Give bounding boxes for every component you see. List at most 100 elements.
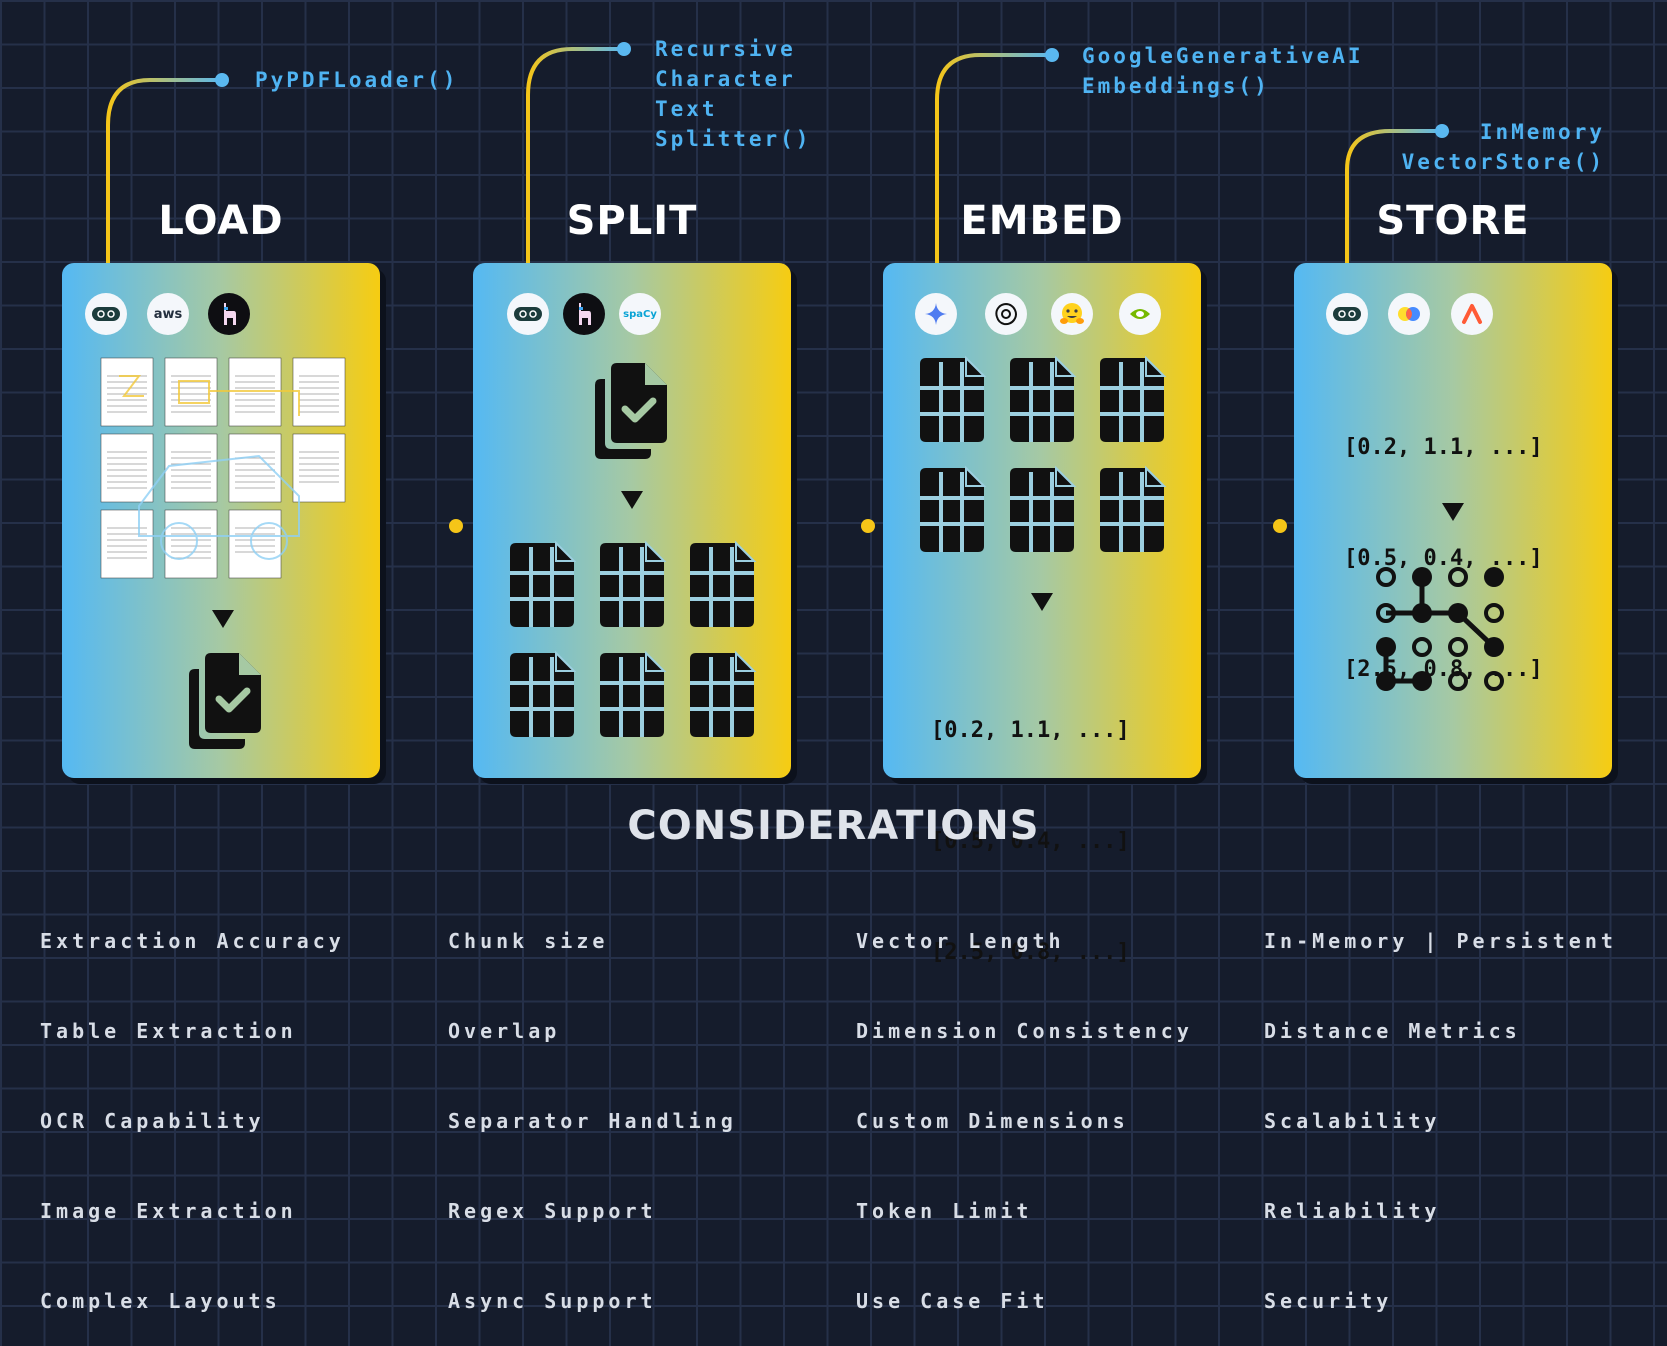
pdf-pages-graphic <box>100 357 346 579</box>
consideration-item: Table Extraction <box>40 1019 297 1043</box>
stage-title-embed: EMBED <box>960 198 1124 244</box>
callout-line-embed <box>935 53 1052 275</box>
document-check-icon <box>189 653 261 749</box>
huggingface-icon <box>1051 293 1093 335</box>
openai-icon <box>985 293 1027 335</box>
callout-dot-store <box>1435 124 1449 138</box>
consideration-item: Regex Support <box>448 1199 657 1223</box>
chunk-document-icon <box>1010 355 1077 442</box>
vector-row: [0.5, 0.4, ...] <box>1344 546 1543 571</box>
callout-line-split <box>526 47 624 275</box>
consideration-item: In-Memory | Persistent <box>1264 929 1617 953</box>
callout-lines <box>106 42 1449 533</box>
code-line: Character <box>655 67 796 91</box>
arrow-down-icon <box>212 610 234 628</box>
vector-row: [2.5, 0.8, ...] <box>931 940 1130 965</box>
stage-card-embed: [0.2, 1.1, ...] [0.5, 0.4, ...] [2.5, 0.… <box>883 263 1201 965</box>
code-line: Text <box>655 97 718 121</box>
llama-icon <box>208 293 250 335</box>
consideration-item: Distance Metrics <box>1264 1019 1521 1043</box>
langchain-icon <box>85 293 127 335</box>
chunk-document-icon <box>510 540 577 627</box>
stored-vectors: [0.2, 1.1, ...] [0.5, 0.4, ...] [2.5, 0.… <box>1344 355 1543 762</box>
aws-icon: aws <box>147 293 189 335</box>
chunk-document-icon <box>690 540 757 627</box>
nvidia-icon <box>1119 293 1161 335</box>
embedding-vectors: [0.2, 1.1, ...] [0.5, 0.4, ...] [2.5, 0.… <box>931 638 1130 1045</box>
chunk-document-icon <box>600 650 667 737</box>
arrow-down-icon <box>621 491 643 509</box>
considerations-title: CONSIDERATIONS <box>627 803 1040 849</box>
consideration-item: Dimension Consistency <box>856 1019 1193 1043</box>
arrow-down-icon <box>1442 503 1464 521</box>
code-line: VectorStore() <box>1401 150 1605 174</box>
code-label-store: InMemory VectorStore() <box>1380 117 1605 177</box>
considerations-split: Chunk size Overlap Separator Handling Re… <box>448 866 737 1346</box>
document-check-icon <box>595 363 667 459</box>
chunk-document-icon <box>920 465 987 552</box>
consideration-item: Separator Handling <box>448 1109 737 1133</box>
chunk-document-icon <box>510 650 577 737</box>
chunk-grid <box>473 263 791 778</box>
consideration-item: Scalability <box>1264 1109 1441 1133</box>
llama-icon <box>563 293 605 335</box>
chunk-document-icon <box>1100 465 1167 552</box>
stage-card-store: [0.2, 1.1, ...] [0.5, 0.4, ...] [2.5, 0.… <box>1294 263 1612 778</box>
consideration-item: Token Limit <box>856 1199 1033 1223</box>
aws-logo-text: aws <box>153 306 183 322</box>
consideration-item: OCR Capability <box>40 1109 265 1133</box>
considerations-store: In-Memory | Persistent Distance Metrics … <box>1264 866 1617 1346</box>
consideration-item: Chunk size <box>448 929 609 953</box>
arrow-down-icon <box>1031 593 1053 611</box>
gemini-icon <box>915 293 957 335</box>
code-label-embed: GoogleGenerativeAI Embeddings() <box>1082 41 1364 101</box>
code-line: Splitter() <box>655 127 812 151</box>
vector-row: [0.2, 1.1, ...] <box>1344 435 1543 460</box>
vector-graph-icon <box>1376 567 1504 691</box>
consideration-item: Custom Dimensions <box>856 1109 1129 1133</box>
consideration-item: Use Case Fit <box>856 1289 1049 1313</box>
stage-title-split: SPLIT <box>566 198 698 244</box>
chunk-document-icon <box>1010 465 1077 552</box>
connector-dot-split-embed <box>861 519 875 533</box>
considerations-load: Extraction Accuracy Table Extraction OCR… <box>40 866 345 1346</box>
consideration-item: Image Extraction <box>40 1199 297 1223</box>
consideration-item: Security <box>1264 1289 1393 1313</box>
code-line: Embeddings() <box>1082 74 1270 98</box>
chroma-icon <box>1388 293 1430 335</box>
chunk-document-icon <box>920 355 987 442</box>
chunk-document-icon <box>690 650 757 737</box>
stage-card-split: spaCy <box>473 263 791 778</box>
considerations-embed: Vector Length Dimension Consistency Cust… <box>856 866 1193 1346</box>
vector-row: [0.2, 1.1, ...] <box>931 718 1130 743</box>
code-line: InMemory <box>1479 120 1605 144</box>
consideration-item: Async Support <box>448 1289 657 1313</box>
consideration-item: Complex Layouts <box>40 1289 281 1313</box>
code-label-load: PyPDFLoader() <box>255 65 458 95</box>
consideration-item: Overlap <box>448 1019 561 1043</box>
langchain-icon <box>1326 293 1368 335</box>
spacy-logo-text: spaCy <box>623 308 657 320</box>
callout-line-load <box>106 78 222 275</box>
chunk-document-icon <box>1100 355 1167 442</box>
consideration-item: Reliability <box>1264 1199 1441 1223</box>
code-line: PyPDFLoader() <box>255 68 459 92</box>
code-label-split: Recursive Character Text Splitter() <box>655 34 811 154</box>
callout-dot-load <box>215 73 229 87</box>
callout-dot-split <box>617 42 631 56</box>
astra-icon <box>1451 293 1493 335</box>
connector-dot-embed-store <box>1273 519 1287 533</box>
spacy-icon: spaCy <box>619 293 661 335</box>
code-line: GoogleGenerativeAI <box>1082 44 1364 68</box>
code-line: Recursive <box>655 37 796 61</box>
chunk-document-icon <box>600 540 667 627</box>
vector-row: [2.5, 0.8, ...] <box>1344 657 1543 682</box>
stage-title-load: LOAD <box>158 198 284 244</box>
connector-dot-load-split <box>449 519 463 533</box>
langchain-icon <box>507 293 549 335</box>
vector-row: [0.5, 0.4, ...] <box>931 829 1130 854</box>
chunk-grid <box>883 263 1201 778</box>
stage-card-load: aws <box>62 263 380 778</box>
callout-dot-embed <box>1045 48 1059 62</box>
consideration-item: Vector Length <box>856 929 1065 953</box>
